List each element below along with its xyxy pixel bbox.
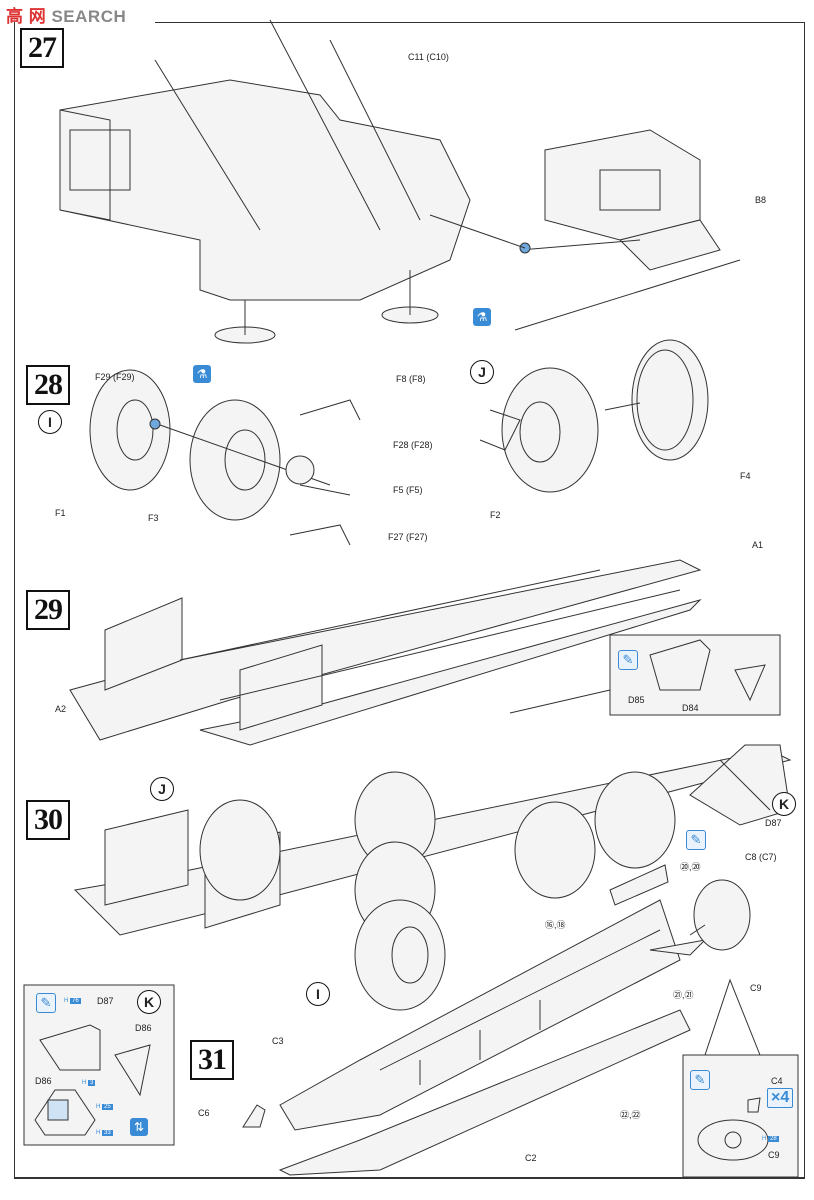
part-label-a1: A1 bbox=[752, 540, 764, 550]
paint-code: H bbox=[96, 1130, 101, 1136]
paint-code: H bbox=[762, 1136, 767, 1142]
step28-wheels-drawing bbox=[89, 339, 709, 546]
paint-callout-h25: H 25 bbox=[96, 1104, 113, 1110]
part-label-d87: D87 bbox=[765, 818, 782, 828]
paint-number: 28 bbox=[768, 1136, 779, 1142]
paint-callout-h33: H 33 bbox=[96, 1130, 113, 1136]
step-number-28: 28 bbox=[26, 365, 70, 405]
paint-callout-h3: H 3 bbox=[82, 1080, 96, 1086]
part-label-c8: C8 (C7) bbox=[745, 852, 777, 862]
part-label-f5: F5 (F5) bbox=[393, 485, 423, 495]
paint-icon: ✎ bbox=[686, 830, 706, 850]
marker-k: K bbox=[137, 990, 161, 1014]
step27-vehicle-drawing bbox=[59, 19, 741, 344]
page-border-left bbox=[14, 22, 15, 1178]
paint-number: 33 bbox=[102, 1130, 113, 1136]
part-label-f29: F29 (F29) bbox=[95, 372, 135, 382]
glue-icon: ⚗ bbox=[193, 365, 211, 383]
paint-callout-h28: H 28 bbox=[762, 1136, 779, 1142]
step-number-27: 27 bbox=[20, 28, 64, 68]
glue-icon: ⚗ bbox=[473, 308, 491, 326]
page-border-bottom bbox=[14, 1177, 805, 1179]
part-label-f28: F28 (F28) bbox=[393, 440, 433, 450]
part-label-c3: C3 bbox=[272, 1036, 284, 1046]
paint-number: 3 bbox=[88, 1080, 96, 1086]
decal-label-21: ㉑,㉑ bbox=[673, 990, 694, 1000]
part-label-d87: D87 bbox=[97, 996, 114, 1006]
paint-code: H bbox=[64, 998, 69, 1004]
part-label-c11: C11 (C10) bbox=[408, 52, 449, 62]
part-label-c9: C9 bbox=[768, 1150, 780, 1160]
marker-i: I bbox=[38, 410, 62, 434]
marker-j: J bbox=[470, 360, 494, 384]
part-label-b8: B8 bbox=[755, 195, 767, 205]
page-border-right bbox=[804, 22, 805, 1178]
paint-number: 25 bbox=[102, 1104, 113, 1110]
step-number-29: 29 bbox=[26, 590, 70, 630]
paint-code: H bbox=[96, 1104, 101, 1110]
part-label-f27: F27 (F27) bbox=[388, 532, 428, 542]
paint-icon: ✎ bbox=[36, 993, 56, 1013]
paint-icon: ✎ bbox=[690, 1070, 710, 1090]
marker-i: I bbox=[306, 982, 330, 1006]
paint-icon: ✎ bbox=[618, 650, 638, 670]
paint-code: H bbox=[82, 1080, 87, 1086]
decal-label-20: ⑳,⑳ bbox=[680, 862, 701, 872]
step29-chassis-drawing bbox=[69, 559, 781, 746]
part-label-f8: F8 (F8) bbox=[396, 374, 426, 384]
part-label-f4: F4 bbox=[740, 471, 751, 481]
part-label-f3: F3 bbox=[148, 513, 159, 523]
part-label-c4: C4 bbox=[771, 1076, 783, 1086]
watermark-text: SEARCH bbox=[51, 7, 127, 26]
part-label-c9: C9 bbox=[750, 983, 762, 993]
paint-callout-h76: H 76 bbox=[64, 998, 81, 1004]
part-label-d84: D84 bbox=[682, 703, 699, 713]
marker-j: J bbox=[150, 777, 174, 801]
decal-label-16: ⑯,⑱ bbox=[545, 920, 566, 930]
part-label-c6: C6 bbox=[198, 1108, 210, 1118]
part-label-d85: D85 bbox=[628, 695, 645, 705]
watermark-logo: 高 网 bbox=[6, 7, 47, 26]
part-label-d86: D86 bbox=[35, 1076, 52, 1086]
watermark: 高 网 SEARCH bbox=[6, 2, 126, 27]
step30-chassis-drawing bbox=[73, 744, 792, 1011]
step31-missile-drawing bbox=[242, 864, 799, 1178]
part-label-f2: F2 bbox=[490, 510, 501, 520]
step-number-30: 30 bbox=[26, 800, 70, 840]
marker-k: K bbox=[772, 792, 796, 816]
part-label-a2: A2 bbox=[55, 704, 67, 714]
flip-icon: ⇅ bbox=[130, 1118, 148, 1136]
part-label-c2: C2 bbox=[525, 1153, 537, 1163]
paint-number: 76 bbox=[70, 998, 81, 1004]
multiplier-badge: ×4 bbox=[767, 1088, 794, 1108]
step-number-31: 31 bbox=[190, 1040, 234, 1080]
decal-label-22: ㉒,㉒ bbox=[620, 1110, 641, 1120]
part-label-f1: F1 bbox=[55, 508, 66, 518]
page-border-top bbox=[155, 22, 805, 23]
part-label-d86: D86 bbox=[135, 1023, 152, 1033]
